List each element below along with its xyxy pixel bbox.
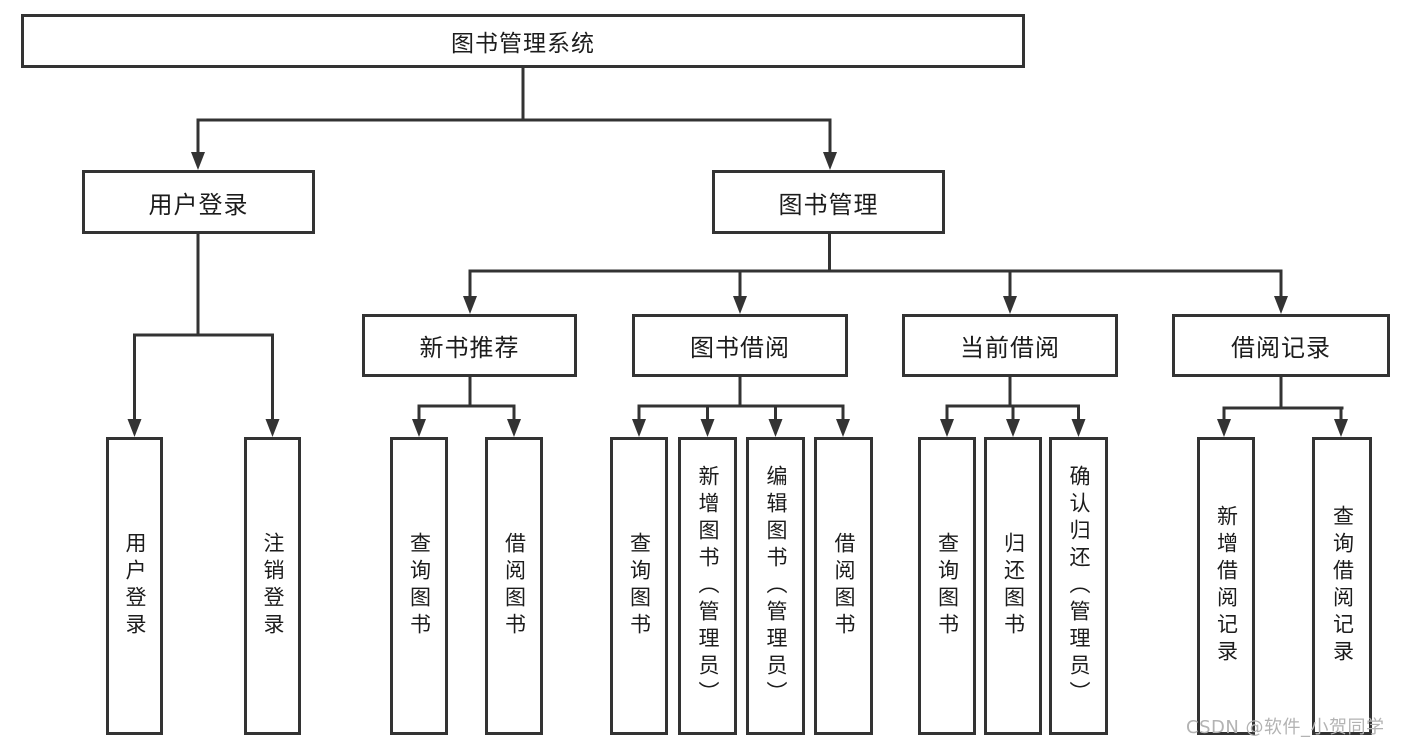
leaf-query-books-recommend-label: 查询图书 — [407, 532, 432, 640]
node-current-borrow-label: 当前借阅 — [960, 334, 1060, 362]
leaf-borrow-books-recommend-label: 借阅图书 — [502, 532, 527, 640]
leaf-confirm-return-admin: 确认归还（管理员） — [1049, 437, 1108, 735]
leaf-query-books-current-label: 查询图书 — [935, 532, 960, 640]
leaf-query-books-borrow-label: 查询图书 — [627, 532, 652, 640]
leaf-borrow-books-recommend: 借阅图书 — [485, 437, 543, 735]
csdn-watermark: CSDN @软件_小贺同学 — [1186, 717, 1385, 738]
node-new-book-recommend-label: 新书推荐 — [419, 334, 520, 362]
node-borrow-records: 借阅记录 — [1172, 314, 1390, 377]
node-current-borrow: 当前借阅 — [902, 314, 1118, 377]
leaf-add-borrow-record-label: 新增借阅记录 — [1214, 505, 1239, 667]
connector-arrowheads — [127, 152, 1348, 437]
leaf-query-books-recommend: 查询图书 — [390, 437, 448, 735]
leaf-add-books-admin: 新增图书（管理员） — [678, 437, 737, 735]
node-book-borrow-label: 图书借阅 — [690, 334, 790, 362]
node-root-system: 图书管理系统 — [21, 14, 1025, 68]
leaf-user-login-label: 用户登录 — [123, 532, 147, 640]
leaf-borrow-books: 借阅图书 — [814, 437, 873, 735]
leaf-query-books-current: 查询图书 — [918, 437, 976, 735]
leaf-user-login: 用户登录 — [106, 437, 163, 735]
leaf-return-books: 归还图书 — [984, 437, 1042, 735]
leaf-edit-books-admin: 编辑图书（管理员） — [746, 437, 805, 735]
leaf-confirm-return-admin-label: 确认归还（管理员） — [1067, 464, 1091, 708]
node-borrow-records-label: 借阅记录 — [1231, 334, 1331, 362]
node-book-management-label: 图书管理 — [778, 190, 879, 219]
node-new-book-recommend: 新书推荐 — [362, 314, 577, 377]
node-user-login: 用户登录 — [82, 170, 315, 234]
leaf-add-books-admin-label: 新增图书（管理员） — [696, 464, 720, 708]
node-user-login-label: 用户登录 — [148, 190, 249, 219]
node-root-label: 图书管理系统 — [451, 31, 595, 57]
leaf-edit-books-admin-label: 编辑图书（管理员） — [764, 464, 788, 708]
connector-lines — [133, 68, 1344, 424]
leaf-query-books-borrow: 查询图书 — [610, 437, 668, 735]
leaf-logout: 注销登录 — [244, 437, 301, 735]
node-book-borrow: 图书借阅 — [632, 314, 848, 377]
leaf-query-borrow-record-label: 查询借阅记录 — [1330, 505, 1355, 667]
leaf-return-books-label: 归还图书 — [1001, 532, 1026, 640]
leaf-add-borrow-record: 新增借阅记录 — [1197, 437, 1255, 735]
node-book-management: 图书管理 — [712, 170, 945, 234]
leaf-query-borrow-record: 查询借阅记录 — [1312, 437, 1372, 735]
leaf-logout-label: 注销登录 — [261, 532, 285, 640]
leaf-borrow-books-label: 借阅图书 — [832, 532, 856, 640]
